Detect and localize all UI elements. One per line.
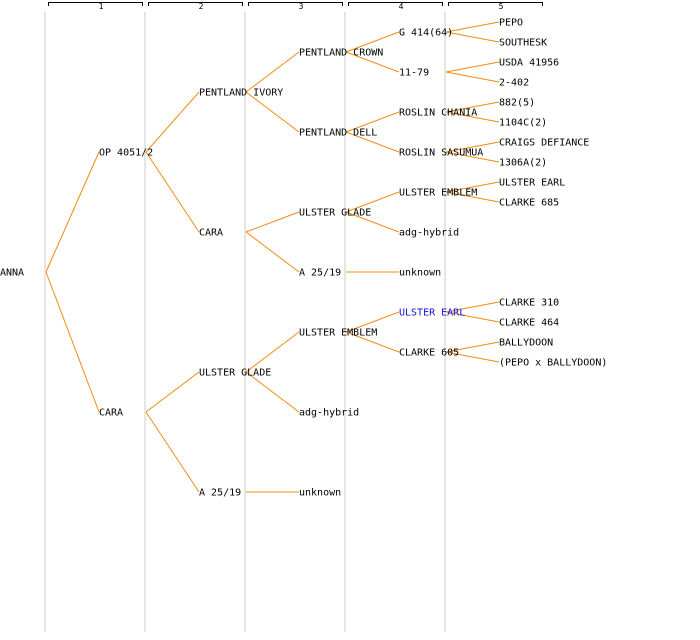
- generation-number-1: 1: [99, 2, 104, 11]
- generation-column-lines: [44, 12, 446, 632]
- pedigree-node-gen-3: PENTLAND CROWN: [299, 48, 383, 59]
- pedigree-node-gen-5: CRAIGS DEFIANCE: [499, 138, 589, 149]
- generation-bracket-1: [48, 2, 143, 6]
- generation-bracket-3: [248, 2, 343, 6]
- pedigree-link: [45, 151, 100, 273]
- generation-bracket-4: [348, 2, 443, 6]
- pedigree-link: [245, 331, 300, 373]
- generation-number-2: 2: [199, 2, 204, 11]
- pedigree-node-gen-4: ROSLIN SASUMUA: [399, 148, 483, 159]
- pedigree-link: [445, 21, 500, 33]
- pedigree-link: [445, 191, 500, 203]
- generation-number-4: 4: [399, 2, 404, 11]
- pedigree-node-gen-2: PENTLAND IVORY: [199, 88, 283, 99]
- pedigree-link: [245, 231, 300, 273]
- pedigree-node-gen-3: adg-hybrid: [299, 408, 359, 419]
- pedigree-node-gen-5: CLARKE 464: [499, 318, 559, 329]
- pedigree-labels: PEPO SOUTHESK G 414(64) USDA 41956 2-402 11-7…: [0, 18, 607, 499]
- pedigree-link: [245, 91, 300, 133]
- pedigree-link: [345, 311, 400, 333]
- pedigree-node-gen-4: 11-79: [399, 68, 429, 79]
- pedigree-node-gen-3: PENTLAND DELL: [299, 128, 377, 139]
- pedigree-link: [345, 111, 400, 133]
- pedigree-link: [145, 91, 200, 153]
- pedigree-link: [345, 131, 400, 153]
- pedigree-node-gen-5: PEPO: [499, 18, 523, 29]
- pedigree-node-gen-4: ULSTER EMBLEM: [399, 188, 477, 199]
- pedigree-link: [245, 51, 300, 93]
- generation-bracket-5: [448, 2, 543, 6]
- pedigree-node-gen-3: A 25/19: [299, 268, 341, 279]
- generation-header: 1 2 3 4 5: [48, 2, 543, 11]
- pedigree-link: [45, 271, 100, 413]
- pedigree-node-gen-5: (PEPO x BALLYDOON): [499, 358, 607, 369]
- pedigree-node-gen-4: unknown: [399, 268, 441, 279]
- pedigree-node-gen-4: CLARKE 605: [399, 348, 459, 359]
- pedigree-link: [445, 301, 500, 313]
- pedigree-link: [245, 211, 300, 233]
- pedigree-links: [45, 21, 500, 493]
- pedigree-link: [345, 191, 400, 213]
- pedigree-link: [245, 371, 300, 413]
- pedigree-node-gen-2: A 25/19: [199, 488, 241, 499]
- pedigree-link: [445, 141, 500, 153]
- pedigree-node-gen-5: CLARKE 310: [499, 298, 559, 309]
- pedigree-node-gen-3: ULSTER GLADE: [299, 208, 371, 219]
- pedigree-link: [145, 151, 200, 233]
- pedigree-link: [445, 71, 500, 83]
- pedigree-link: [445, 111, 500, 123]
- pedigree-link: [445, 311, 500, 323]
- pedigree-link: [345, 31, 400, 53]
- pedigree-node-gen-4: ROSLIN CHANIA: [399, 108, 477, 119]
- pedigree-node-gen-5: ULSTER EARL: [499, 178, 565, 189]
- pedigree-node-gen-4: adg-hybrid: [399, 228, 459, 239]
- pedigree-link: [145, 411, 200, 493]
- pedigree-node-gen-4[interactable]: ULSTER EARL: [399, 308, 465, 319]
- pedigree-link: [445, 351, 500, 363]
- pedigree-link: [445, 101, 500, 113]
- pedigree-node-gen-0: ANNA: [0, 268, 24, 279]
- pedigree-link: [445, 181, 500, 193]
- pedigree-link: [345, 211, 400, 233]
- pedigree-node-gen-5: USDA 41956: [499, 58, 559, 69]
- pedigree-link: [445, 151, 500, 163]
- pedigree-link: [445, 341, 500, 353]
- pedigree-node-gen-5: 1306A(2): [499, 158, 547, 169]
- pedigree-link: [345, 51, 400, 73]
- pedigree-node-gen-5: 2-402: [499, 78, 529, 89]
- generation-number-3: 3: [299, 2, 304, 11]
- generation-number-5: 5: [499, 2, 504, 11]
- pedigree-node-gen-5: 882(5): [499, 98, 535, 109]
- pedigree-node-gen-3: unknown: [299, 488, 341, 499]
- pedigree-node-gen-2: ULSTER GLADE: [199, 368, 271, 379]
- generation-bracket-2: [148, 2, 243, 6]
- pedigree-node-gen-3: ULSTER EMBLEM: [299, 328, 377, 339]
- pedigree-link: [445, 61, 500, 73]
- pedigree-node-gen-1: CARA: [99, 408, 123, 419]
- pedigree-link: [145, 371, 200, 413]
- pedigree-node-gen-5: 1104C(2): [499, 118, 547, 129]
- pedigree-link: [445, 31, 500, 43]
- pedigree-node-gen-5: CLARKE 685: [499, 198, 559, 209]
- pedigree-node-gen-2: CARA: [199, 228, 223, 239]
- pedigree-link: [345, 331, 400, 353]
- pedigree-node-gen-4: G 414(64): [399, 28, 453, 39]
- pedigree-node-gen-1: OP 4051/2: [99, 148, 153, 159]
- pedigree-node-gen-5: BALLYDOON: [499, 338, 553, 349]
- pedigree-node-gen-5: SOUTHESK: [499, 38, 547, 49]
